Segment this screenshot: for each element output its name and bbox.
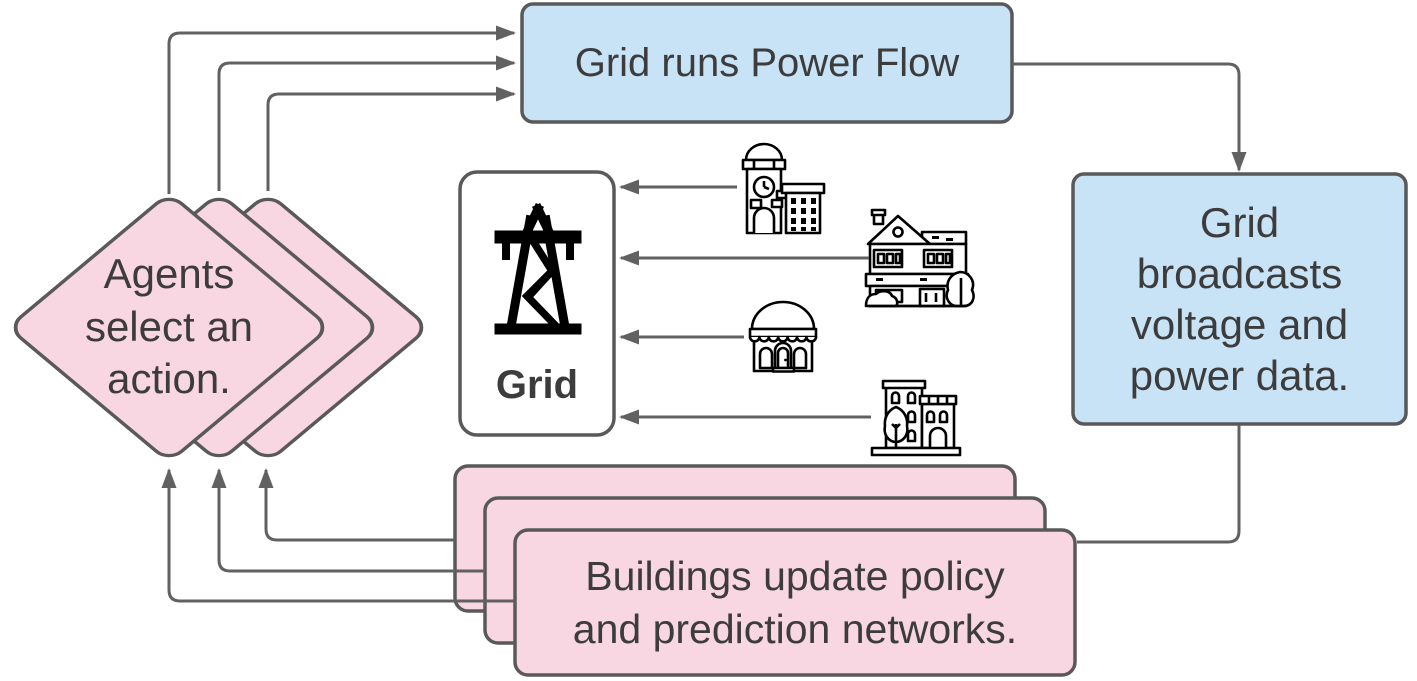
buildings-box-front	[513, 528, 1077, 677]
apartment-building-icon	[870, 379, 962, 457]
agents-diamond-front	[13, 197, 325, 458]
edge-buildings-middle-to-agents	[211, 468, 485, 573]
house-icon	[864, 208, 975, 308]
edge-agents2-to-powerflow	[217, 55, 516, 191]
transmission-tower-icon	[494, 202, 582, 335]
broadcast-box	[1071, 172, 1408, 426]
agents-diamond-stack	[13, 197, 424, 458]
edge-buildings-back-to-agents	[258, 468, 455, 542]
window-dots	[791, 198, 816, 231]
edge-broadcast-to-buildings	[1077, 425, 1241, 544]
edge-agents3-to-powerflow	[266, 86, 516, 191]
buildings-box-stack	[453, 464, 1077, 677]
clock-tower-building-icon	[741, 142, 826, 235]
edge-agents1-to-powerflow	[167, 25, 516, 194]
edge-powerflow-to-broadcast	[1012, 62, 1247, 172]
domed-building-icon	[748, 300, 818, 373]
connectors	[161, 25, 1247, 603]
power-flow-box	[520, 2, 1014, 124]
edge-buildings-front-to-agents	[161, 468, 515, 603]
